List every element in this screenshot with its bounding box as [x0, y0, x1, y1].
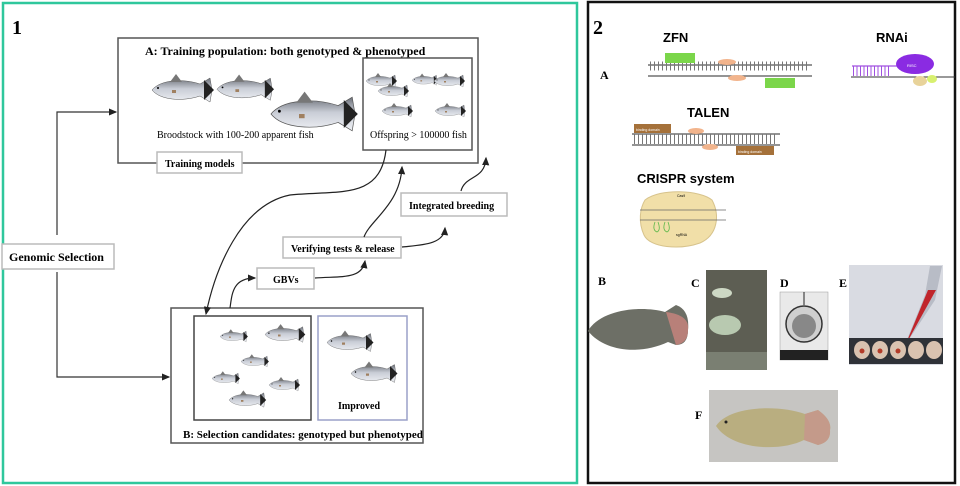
arrow-offspring-to-candidates	[203, 149, 387, 316]
gbvs-label: GBVs	[273, 275, 299, 286]
tilapia-photo-f	[709, 390, 838, 462]
verifying-box	[282, 236, 402, 259]
panel-1-border	[1, 1, 579, 485]
subpanel-d-label: D	[780, 276, 789, 290]
genomic-selection-label: Genomic Selection	[9, 250, 104, 264]
rnai-diagram: RISC	[851, 54, 955, 86]
arrow-to-integrated	[401, 226, 449, 248]
crispr-diagram: Cas9 sgRNA	[639, 191, 726, 248]
panel-2: 2 A ZFN RNAi RISC TALEN	[586, 0, 957, 485]
embryo-microinjection-photo-d	[779, 291, 829, 361]
subpanel-a-label: A	[600, 68, 609, 82]
injection-pipette-photo-e	[849, 265, 943, 365]
tilapia-photo-b	[588, 305, 689, 350]
binding-domain-label: binding domain	[636, 128, 660, 132]
panel-1-label: 1	[12, 17, 22, 39]
arrow-integrated-to-a	[460, 156, 490, 192]
panel-1: 1 A: Training population: both genotyped…	[1, 1, 579, 485]
arrow-to-training-population	[363, 165, 406, 238]
panel-2-border	[586, 0, 957, 485]
rnai-title: RNAi	[876, 30, 908, 45]
integrated-breeding-label: Integrated breeding	[409, 201, 494, 212]
offspring-label: Offspring > 100000 fish	[370, 130, 467, 141]
talen-title: TALEN	[687, 105, 729, 120]
arrow-to-verifying	[314, 259, 368, 279]
subpanel-c-label: C	[691, 276, 700, 290]
binding-domain-label: binding domain	[738, 150, 762, 154]
zfn-title: ZFN	[663, 30, 688, 45]
flow-arrows	[203, 149, 490, 316]
risc-label: RISC	[907, 63, 917, 68]
training-models-label: Training models	[165, 159, 235, 170]
gbvs-box	[256, 267, 315, 290]
crispr-title: CRISPR system	[637, 171, 735, 186]
arrow-to-training	[56, 108, 118, 235]
talen-diagram: binding domain binding domain	[632, 124, 780, 155]
zfn-diagram	[648, 53, 812, 88]
selection-candidates-caption: B: Selection candidates: genotyped but p…	[183, 429, 423, 441]
improved-label: Improved	[338, 401, 380, 412]
integrated-breeding-box	[400, 192, 508, 217]
training-models-box	[156, 151, 243, 174]
subpanel-e-label: E	[839, 276, 847, 290]
eggs-in-dish-photo-c	[706, 270, 767, 370]
offspring-box	[362, 57, 473, 151]
genomic-selection-box	[1, 243, 115, 270]
sgrna-label: sgRNA	[676, 233, 688, 237]
verifying-label: Verifying tests & release	[291, 244, 395, 255]
subpanel-b-label: B	[598, 274, 606, 288]
cas9-label: Cas9	[677, 194, 685, 198]
arrow-to-candidates	[56, 272, 171, 381]
broodstock-label: Broodstock with 100-200 apparent fish	[157, 130, 314, 141]
training-population-title: A: Training population: both genotyped &…	[145, 44, 426, 58]
subpanel-f-label: F	[695, 408, 702, 422]
panel-2-label: 2	[593, 17, 603, 39]
arrow-to-gbvs	[229, 274, 257, 309]
